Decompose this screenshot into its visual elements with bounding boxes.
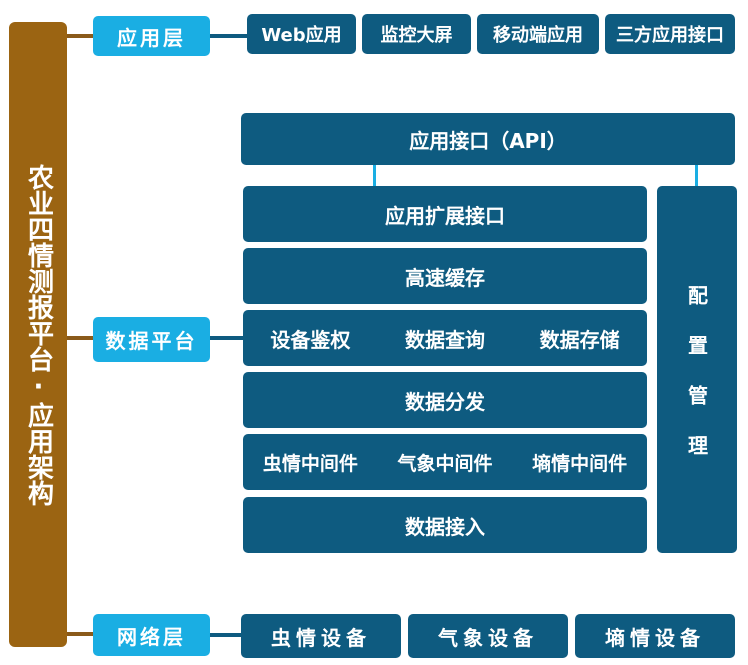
weather-middleware-label: 气象中间件 [397, 452, 493, 475]
app-item-web: Web应用 [247, 14, 356, 54]
middleware-box: 虫情中间件 气象中间件 墒情中间件 [243, 434, 647, 490]
config-management-box: 配置管理 [657, 186, 737, 553]
api-link-right [695, 165, 698, 186]
connector-data-platform [67, 336, 94, 340]
data-platform-label: 数据平台 [93, 317, 210, 362]
connector-application [67, 34, 94, 38]
app-item-mobile: 移动端应用 [477, 14, 599, 54]
network-item-pest-device: 虫情设备 [241, 614, 401, 658]
app-item-third-party-api: 三方应用接口 [605, 14, 735, 54]
soil-moisture-middleware-label: 墒情中间件 [532, 452, 628, 475]
data-storage-label: 数据存储 [539, 327, 620, 352]
data-query-label: 数据查询 [404, 327, 485, 352]
device-auth-label: 设备鉴权 [270, 327, 351, 352]
main-title: 农业四情测报平台·应用架构 [9, 22, 67, 647]
network-layer-link [210, 633, 242, 637]
extension-api-box: 应用扩展接口 [243, 186, 647, 242]
api-box: 应用接口（API） [241, 113, 735, 165]
network-item-weather-device: 气象设备 [408, 614, 568, 658]
connector-network [67, 632, 94, 636]
distribution-box: 数据分发 [243, 372, 647, 428]
data-access-box: 数据接入 [243, 497, 647, 553]
pest-middleware-label: 虫情中间件 [262, 452, 358, 475]
cache-box: 高速缓存 [243, 248, 647, 304]
auth-query-storage-box: 设备鉴权 数据查询 数据存储 [243, 310, 647, 366]
application-layer-link [210, 34, 248, 38]
application-layer-label: 应用层 [93, 16, 210, 56]
network-item-soil-device: 墒情设备 [575, 614, 735, 658]
network-layer-label: 网络层 [93, 614, 210, 656]
data-platform-link [210, 336, 244, 340]
api-link-left [373, 165, 376, 186]
app-item-monitor-screen: 监控大屏 [362, 14, 471, 54]
